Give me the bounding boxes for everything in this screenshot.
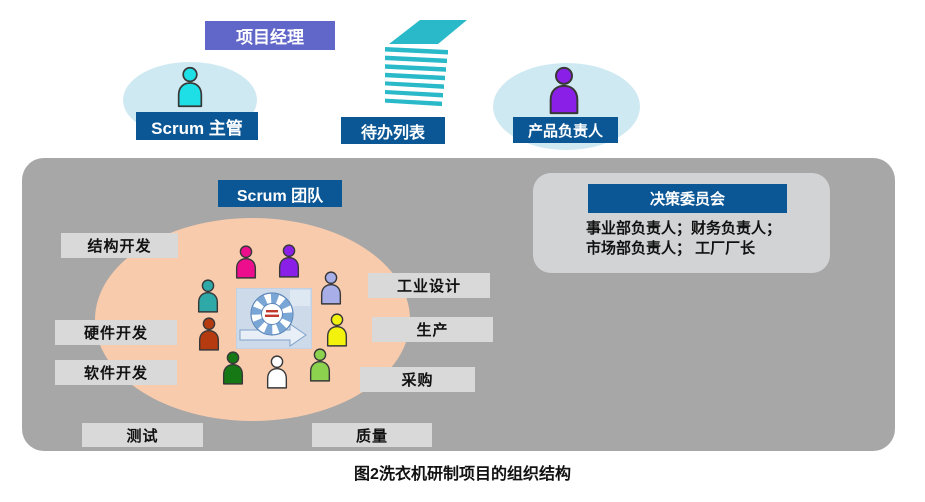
role-label-software-dev: 软件开发 — [55, 360, 177, 385]
decision-committee-members: 事业部负责人；财务负责人； 市场部负责人； 工厂厂长 — [586, 219, 830, 259]
backlog-label: 待办列表 — [341, 117, 445, 144]
decision-committee-title: 决策委员会 — [588, 184, 787, 213]
team-member-person-icon — [317, 271, 345, 305]
sprint-cycle-image — [236, 288, 312, 349]
role-label-testing: 测试 — [82, 423, 203, 447]
role-label-structure-dev: 结构开发 — [61, 233, 178, 258]
figure-caption: 图2洗衣机研制项目的组织结构 — [354, 466, 571, 483]
team-member-person-icon — [306, 348, 334, 382]
team-member-person-icon — [275, 244, 303, 278]
role-label-procurement: 采购 — [360, 367, 475, 392]
team-member-person-icon — [323, 313, 351, 347]
team-member-person-icon — [263, 355, 291, 389]
scrum-master-person-icon — [173, 66, 207, 108]
backlog-stack-icon — [380, 18, 472, 110]
scrum-team-label: Scrum 团队 — [218, 180, 342, 207]
project-manager-label: 项目经理 — [205, 21, 335, 50]
role-label-quality: 质量 — [312, 423, 432, 447]
product-owner-label: 产品负责人 — [513, 117, 618, 143]
product-owner-person-icon — [544, 66, 584, 115]
team-member-person-icon — [195, 317, 223, 351]
role-label-production: 生产 — [372, 317, 493, 342]
scrum-master-label: Scrum 主管 — [136, 112, 258, 140]
team-member-person-icon — [194, 279, 222, 313]
team-member-person-icon — [219, 351, 247, 385]
committee-members-line2: 市场部负责人； 工厂厂长 — [586, 240, 756, 257]
role-label-industrial-design: 工业设计 — [368, 273, 490, 298]
role-label-hardware-dev: 硬件开发 — [55, 320, 177, 345]
committee-members-line1: 事业部负责人；财务负责人； — [586, 220, 782, 237]
team-member-person-icon — [232, 245, 260, 279]
